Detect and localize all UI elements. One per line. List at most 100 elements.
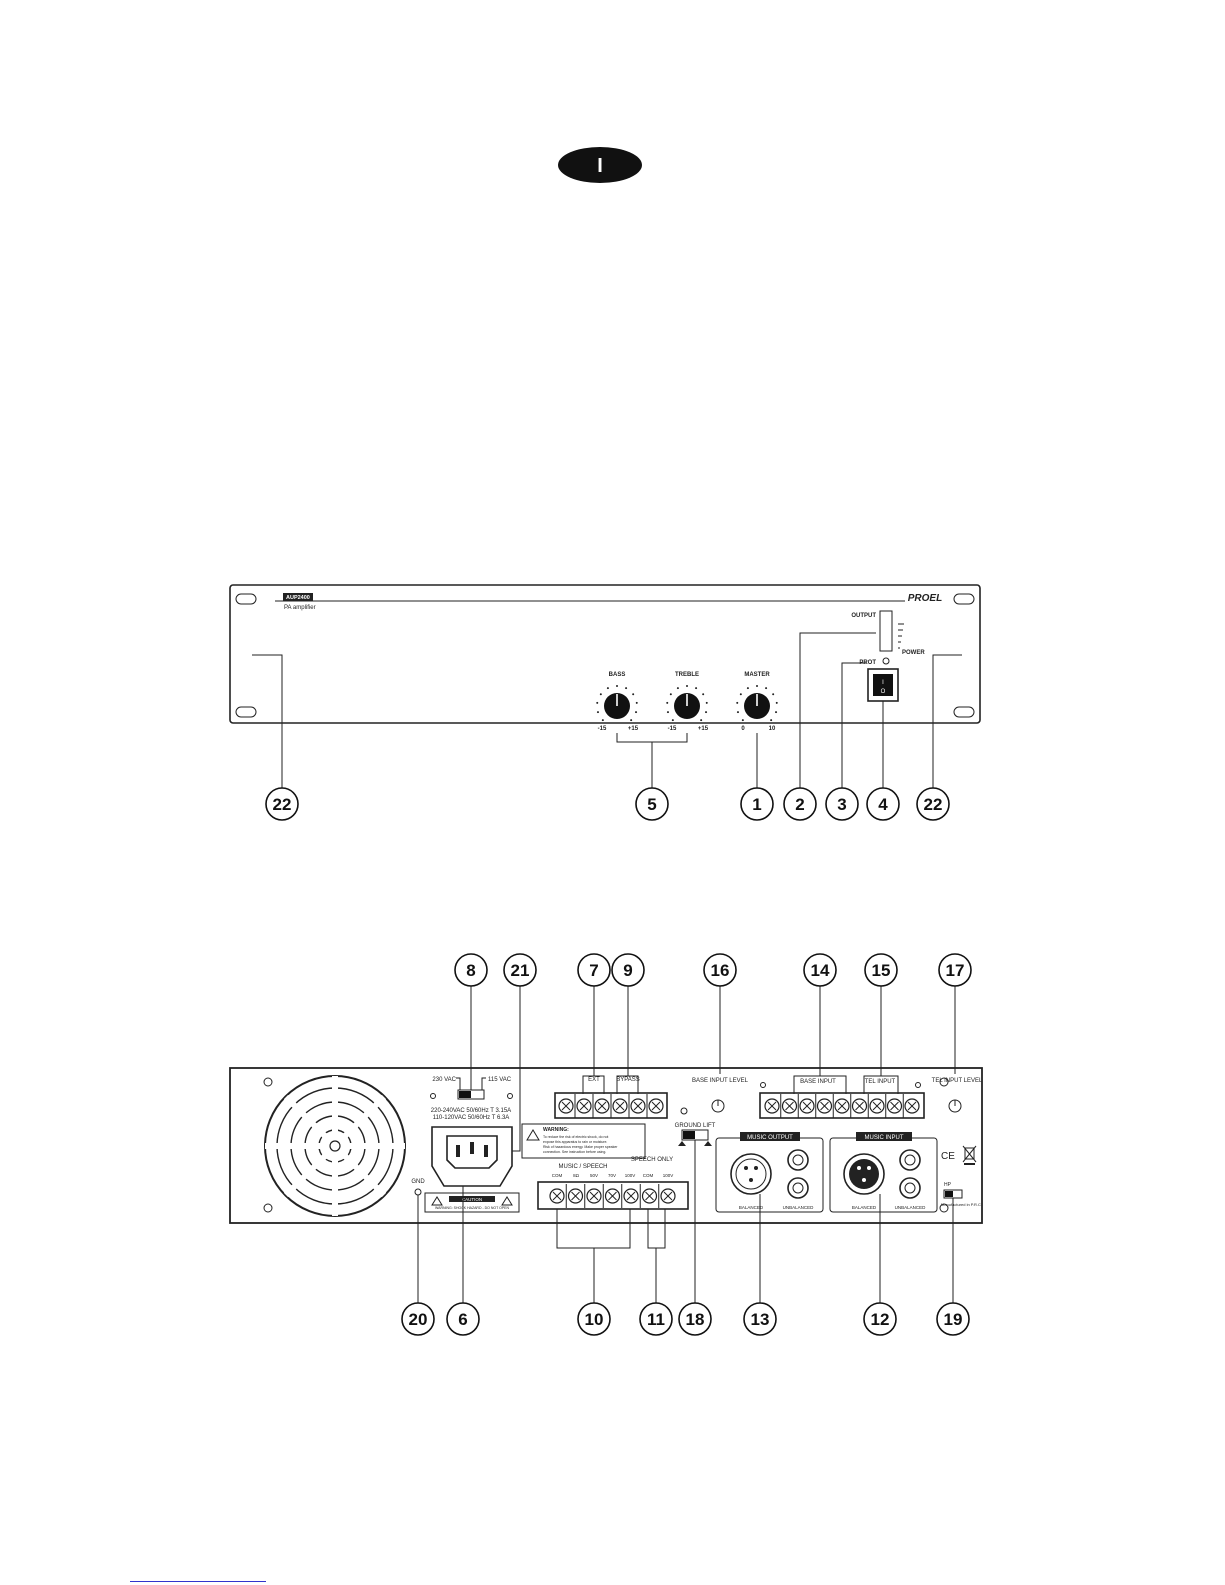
- knob-scale-dot: [746, 687, 749, 690]
- callout-13: 13: [743, 1302, 777, 1336]
- svg-text:17: 17: [946, 961, 965, 980]
- rear-callouts-top: 8 21 7 9 16 14 15 17: [454, 953, 972, 987]
- model-label: AUP2400: [286, 595, 310, 601]
- base-input-level-label: BASE INPUT LEVEL: [692, 1078, 749, 1084]
- language-badge: I: [558, 147, 642, 183]
- svg-text:6: 6: [458, 1310, 467, 1329]
- knob-scale-dot: [739, 693, 742, 696]
- gnd-label: GND: [411, 1179, 425, 1185]
- caution-text: WARNING: SHOCK HAZARD - DO NOT OPEN: [435, 1206, 510, 1210]
- screw: [760, 1082, 766, 1088]
- svg-text:21: 21: [511, 961, 530, 980]
- screw-slot: [767, 1101, 777, 1111]
- callout-1: 1: [740, 787, 774, 821]
- svg-text:14: 14: [811, 961, 830, 980]
- knob-scale-dots: [596, 685, 778, 722]
- music-output-rca-2[interactable]: [787, 1177, 809, 1199]
- music-input-xlr[interactable]: [843, 1153, 885, 1195]
- knob-scale-dot: [770, 719, 773, 722]
- svg-text:10: 10: [585, 1310, 604, 1329]
- prot-led: [882, 657, 890, 665]
- callout-8: 8: [454, 953, 488, 987]
- callout-20: 20: [401, 1302, 435, 1336]
- knob-bass[interactable]: BASS -15 +15: [598, 672, 639, 732]
- music-input-rca-2[interactable]: [899, 1177, 921, 1199]
- rear-callouts-bottom: 20 6 10 11 18 13 12 19: [401, 1302, 970, 1336]
- screw-slot: [872, 1101, 882, 1111]
- svg-text:70V: 70V: [608, 1173, 616, 1178]
- svg-text:22: 22: [924, 795, 943, 814]
- callout-15: 15: [864, 953, 898, 987]
- caution-label: CAUTION WARNING: SHOCK HAZARD - DO NOT O…: [424, 1192, 520, 1213]
- knob-treble[interactable]: TREBLE -15 +15: [668, 672, 709, 732]
- front-callouts: 22 5 1 2 3 4 22: [265, 787, 950, 821]
- knob-scale-dot: [772, 693, 775, 696]
- screw-slot: [571, 1191, 580, 1201]
- made-in-label: Manufactured in P.R.C.: [941, 1202, 982, 1207]
- rack-slot: [235, 706, 257, 718]
- knob-scale-dot: [616, 685, 618, 687]
- iec-power-inlet[interactable]: [431, 1126, 513, 1187]
- callout-6: 6: [446, 1302, 480, 1336]
- screw-slot: [837, 1101, 847, 1111]
- ground-lift-switch[interactable]: GROUND LIFT: [675, 1107, 716, 1146]
- svg-text:22: 22: [273, 795, 292, 814]
- callout-17: 17: [938, 953, 972, 987]
- prot-label: PROT: [859, 660, 876, 666]
- music-output-xlr[interactable]: [730, 1153, 772, 1195]
- callout-2: 2: [783, 787, 817, 821]
- knob-scale-dot: [596, 701, 599, 704]
- tel-input-label: TEL INPUT: [865, 1079, 896, 1085]
- svg-text:1: 1: [752, 795, 761, 814]
- knob-scale-dot: [736, 701, 739, 704]
- screw-slot: [561, 1101, 571, 1111]
- svg-text:20: 20: [409, 1310, 428, 1329]
- callout-12: 12: [863, 1302, 897, 1336]
- knob-scale-dot: [666, 701, 669, 704]
- screw-slot: [785, 1101, 794, 1111]
- terminal-strip-speakers[interactable]: [537, 1181, 689, 1210]
- music-speech-label: MUSIC / SPEECH: [558, 1164, 607, 1170]
- knob-scale-dot: [606, 687, 609, 690]
- knob-treble-label: TREBLE: [675, 672, 699, 678]
- knob-scale-dot: [736, 711, 739, 714]
- footer-rule: [130, 1581, 266, 1582]
- svg-text:100V: 100V: [625, 1173, 636, 1178]
- warning-line: connection. See instruction before using…: [543, 1150, 606, 1154]
- music-input-rca-1[interactable]: [899, 1149, 921, 1171]
- ce-mark: CE: [941, 1151, 955, 1162]
- knob-master[interactable]: MASTER 0 10: [741, 672, 776, 732]
- knob-scale-dot: [671, 719, 674, 722]
- rear-panel: 230 VAC 115 VAC 220-240VAC 50/60Hz T 3.1…: [229, 986, 983, 1303]
- knob-scale-dot: [741, 719, 744, 722]
- knob-scale-dot: [765, 687, 768, 690]
- screw-slot: [651, 1101, 661, 1111]
- callout-16: 16: [703, 953, 737, 987]
- warning-line: expose this apparatus to rain or moistur…: [543, 1140, 607, 1144]
- voltage-selector[interactable]: 230 VAC 115 VAC 220-240VAC 50/60Hz T 3.1…: [430, 1077, 513, 1121]
- callout-22-right: 22: [916, 787, 950, 821]
- knob-treble-min: -15: [668, 726, 677, 732]
- screw-slot: [645, 1191, 654, 1201]
- svg-text:13: 13: [751, 1310, 770, 1329]
- knob-scale-dot: [702, 693, 705, 696]
- terminal-strip-ext[interactable]: [554, 1092, 668, 1119]
- music-output-rca-1[interactable]: [787, 1149, 809, 1171]
- knob-scale-dot: [775, 701, 778, 704]
- terminal-strip-base-tel[interactable]: [759, 1092, 925, 1119]
- voltage-115-label: 115 VAC: [488, 1077, 512, 1083]
- warning-line: Risk of hazardous energy. Make proper sp…: [543, 1145, 618, 1149]
- screw-slot: [608, 1191, 617, 1201]
- svg-text:16: 16: [711, 961, 730, 980]
- weee-bin-icon: [962, 1145, 977, 1165]
- rack-slot: [235, 593, 257, 605]
- warning-line: To reduce the risk of electric shock, do…: [543, 1135, 608, 1139]
- language-badge-text: I: [597, 155, 603, 177]
- music-input-balanced: BALANCED: [852, 1205, 877, 1210]
- screw-slot: [633, 1101, 643, 1111]
- knob-scale-dot: [700, 719, 703, 722]
- fan-grille: [264, 1075, 406, 1217]
- callout-18: 18: [678, 1302, 712, 1336]
- power-switch-on: I: [882, 680, 884, 686]
